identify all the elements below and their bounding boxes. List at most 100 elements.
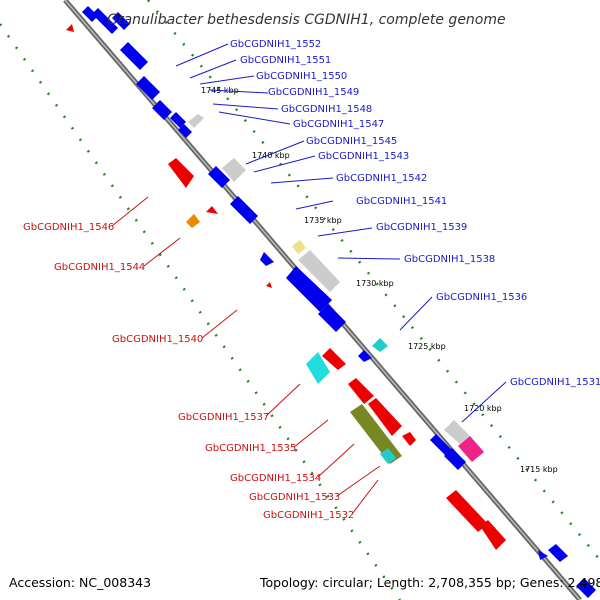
leader-line bbox=[253, 155, 316, 173]
leader-line bbox=[293, 419, 329, 448]
gene-label[interactable]: GbCGDNIH1_1539 bbox=[376, 222, 467, 233]
leader-line bbox=[317, 443, 355, 478]
gene-arrow[interactable] bbox=[170, 112, 186, 128]
leader-line bbox=[461, 381, 507, 423]
gene-label[interactable]: GbCGDNIH1_1547 bbox=[293, 119, 384, 130]
gene-arrow[interactable] bbox=[152, 100, 172, 120]
accession-text: Accession: NC_008343 bbox=[9, 575, 151, 590]
reverse-gene-labels: GbCGDNIH1_1546 GbCGDNIH1_1544 GbCGDNIH1_… bbox=[23, 222, 354, 521]
gene-arrow[interactable] bbox=[548, 544, 568, 562]
gene-arrow[interactable] bbox=[350, 404, 402, 464]
gene-label[interactable]: GbCGDNIH1_1540 bbox=[112, 334, 203, 345]
gene-label[interactable]: GbCGDNIH1_1549 bbox=[268, 87, 359, 98]
gene-arrow[interactable] bbox=[306, 352, 330, 384]
gene-label[interactable]: GbCGDNIH1_1544 bbox=[54, 262, 145, 273]
gene-label[interactable]: GbCGDNIH1_1542 bbox=[336, 173, 427, 184]
gene-arrow[interactable] bbox=[222, 158, 246, 182]
gene-arrow[interactable] bbox=[402, 432, 416, 446]
gene-label[interactable]: GbCGDNIH1_1543 bbox=[318, 151, 409, 162]
leader-line bbox=[265, 383, 301, 417]
leader-line bbox=[143, 237, 181, 267]
gene-label[interactable]: GbCGDNIH1_1545 bbox=[306, 136, 397, 147]
gene-label[interactable]: GbCGDNIH1_1538 bbox=[404, 254, 495, 265]
forward-gene-labels: GbCGDNIH1_1552 GbCGDNIH1_1551 GbCGDNIH1_… bbox=[230, 39, 600, 388]
gene-label[interactable]: GbCGDNIH1_1541 bbox=[356, 196, 447, 207]
gene-label[interactable]: GbCGDNIH1_1552 bbox=[230, 39, 321, 50]
scale-tick-label: 1725 kbp bbox=[408, 342, 446, 351]
gene-label[interactable]: GbCGDNIH1_1537 bbox=[178, 412, 269, 423]
leader-line bbox=[199, 75, 255, 85]
gene-arrow[interactable] bbox=[292, 240, 306, 254]
gene-arrow[interactable] bbox=[112, 12, 130, 30]
gene-label[interactable]: GbCGDNIH1_1535 bbox=[205, 443, 296, 454]
gene-label[interactable]: GbCGDNIH1_1548 bbox=[281, 104, 372, 115]
scale-tick-label: 1715 kbp bbox=[520, 465, 558, 474]
leader-line bbox=[336, 465, 381, 497]
gene-arrow[interactable] bbox=[260, 252, 274, 266]
leader-line bbox=[111, 196, 149, 227]
gene-arrow[interactable] bbox=[178, 124, 192, 138]
gene-arrow[interactable] bbox=[380, 448, 396, 464]
gene-label[interactable]: GbCGDNIH1_1534 bbox=[230, 473, 321, 484]
gene-arrow[interactable] bbox=[480, 520, 506, 550]
gene-arrow[interactable] bbox=[136, 76, 160, 100]
forward-label-leaders bbox=[175, 43, 507, 423]
gene-arrow[interactable] bbox=[230, 196, 258, 224]
inner-tick-track bbox=[0, 23, 402, 600]
gene-label[interactable]: GbCGDNIH1_1536 bbox=[436, 292, 527, 303]
gene-label[interactable]: GbCGDNIH1_1546 bbox=[23, 222, 114, 233]
gene-arrow[interactable] bbox=[168, 158, 194, 188]
gene-arrow[interactable] bbox=[188, 114, 204, 128]
gene-arrow[interactable] bbox=[318, 304, 346, 332]
gene-arrow[interactable] bbox=[444, 448, 466, 470]
gene-arrow[interactable] bbox=[322, 348, 346, 370]
leader-line bbox=[245, 140, 305, 165]
gene-arrow[interactable] bbox=[286, 266, 332, 312]
gene-arrow[interactable] bbox=[208, 166, 230, 188]
gene-arrow[interactable] bbox=[576, 578, 596, 598]
gene-arrow[interactable] bbox=[446, 490, 488, 532]
leader-line bbox=[317, 227, 373, 237]
gene-label[interactable]: GbCGDNIH1_1551 bbox=[240, 55, 331, 66]
gene-arrow[interactable] bbox=[120, 42, 148, 70]
leader-line bbox=[201, 309, 238, 339]
gene-arrow[interactable] bbox=[368, 398, 402, 436]
reverse-strand-genes bbox=[66, 24, 506, 550]
gene-arrow[interactable] bbox=[82, 6, 98, 22]
gene-label[interactable]: GbCGDNIH1_1533 bbox=[249, 492, 340, 503]
leader-line bbox=[295, 200, 334, 210]
gene-arrow[interactable] bbox=[66, 24, 74, 32]
gene-arrow[interactable] bbox=[266, 282, 272, 288]
scale-tick-label: 1735 kbp bbox=[304, 216, 342, 225]
leader-line bbox=[351, 479, 379, 515]
scale-tick-label: 1730 kbp bbox=[356, 279, 394, 288]
reverse-label-leaders bbox=[111, 196, 381, 515]
scale-tick-label: 1740 kbp bbox=[252, 151, 290, 160]
gene-arrow[interactable] bbox=[348, 378, 374, 404]
gene-arrow[interactable] bbox=[444, 420, 470, 444]
gene-arrow[interactable] bbox=[92, 8, 118, 34]
gene-arrow[interactable] bbox=[430, 434, 452, 456]
leader-line bbox=[337, 257, 401, 260]
forward-strand-genes bbox=[82, 6, 596, 598]
other-genes bbox=[186, 114, 484, 464]
gene-label[interactable]: GbCGDNIH1_1532 bbox=[263, 510, 354, 521]
map-title: Granulibacter bethesdensis CGDNIH1, comp… bbox=[107, 12, 506, 28]
leader-line bbox=[212, 103, 279, 110]
leader-line bbox=[189, 59, 237, 79]
gene-arrow[interactable] bbox=[372, 338, 388, 352]
gene-arrow[interactable] bbox=[206, 206, 218, 214]
gene-arrow[interactable] bbox=[458, 436, 484, 462]
gene-arrow[interactable] bbox=[298, 250, 340, 292]
leader-line bbox=[175, 43, 229, 67]
leader-line bbox=[209, 89, 269, 94]
gene-label[interactable]: GbCGDNIH1_1531 bbox=[510, 377, 600, 388]
gene-arrow[interactable] bbox=[358, 350, 372, 362]
gene-arrow[interactable] bbox=[186, 214, 200, 228]
leader-line bbox=[270, 177, 334, 184]
topology-text: Topology: circular; Length: 2,708,355 bp… bbox=[259, 575, 600, 590]
gene-label[interactable]: GbCGDNIH1_1550 bbox=[256, 71, 347, 82]
gene-arrow[interactable] bbox=[538, 550, 548, 560]
